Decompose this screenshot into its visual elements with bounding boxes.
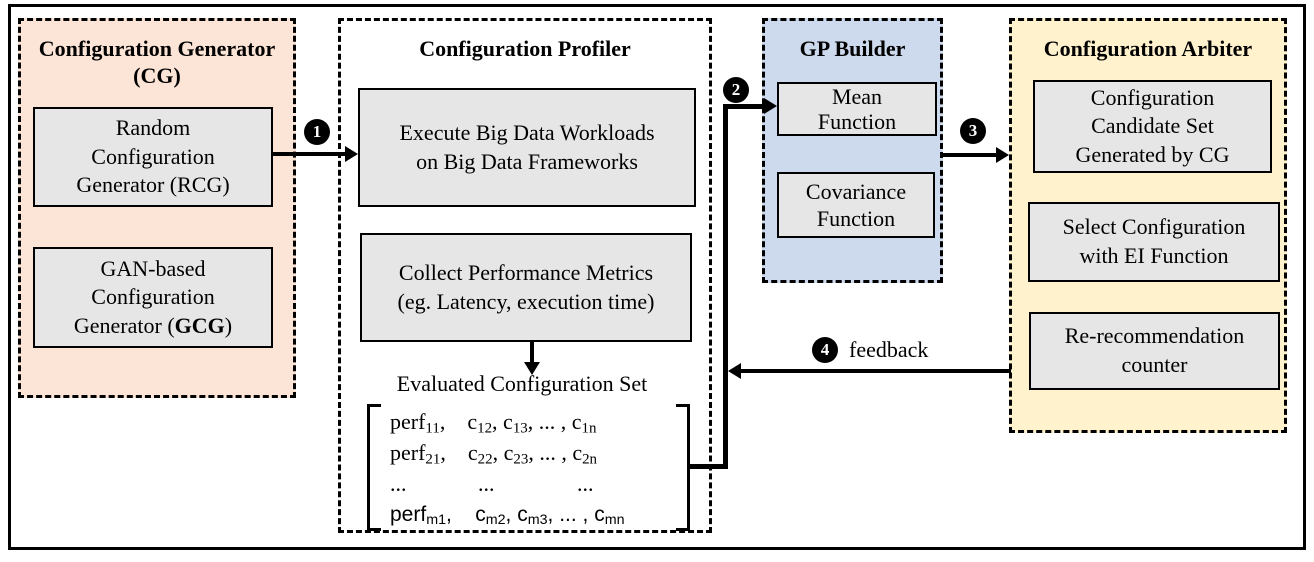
flow-line-step2-horizontal — [723, 104, 765, 109]
matrix-row: perf11, c12, c13, ... , c1n — [390, 409, 597, 437]
feedback-line — [740, 369, 1011, 373]
matrix-left-bracket — [367, 404, 381, 531]
matrix-row: ... ... ... — [390, 471, 594, 496]
configuration-generator-title: Configuration Generator(CG) — [38, 36, 276, 88]
panel-configuration-profiler: Configuration Profiler Execute Big Data … — [338, 18, 712, 533]
arrowhead-step3-icon — [996, 147, 1009, 163]
flow-line-matrix-out — [690, 464, 728, 469]
arrowhead-feedback-icon — [728, 363, 741, 379]
configuration-profiler-title: Configuration Profiler — [419, 36, 631, 61]
matrix-row: perfm1, cm2, cm3, ... , cmn — [390, 503, 625, 529]
arrowhead-step2-icon — [764, 98, 777, 114]
step1-badge: 1 — [304, 119, 330, 145]
evaluated-configuration-set-label: Evaluated Configuration Set — [396, 371, 648, 396]
arrowhead-step1-icon — [345, 146, 358, 162]
step4-badge: 4 — [812, 337, 838, 363]
configuration-arbiter-title: Configuration Arbiter — [1043, 36, 1253, 61]
flow-line-step3 — [941, 153, 998, 157]
feedback-label: feedback — [849, 337, 929, 362]
evaluated-configuration-matrix: perf11, c12, c13, ... , c1n perf21, c22, … — [390, 407, 676, 529]
arrowhead-down-icon — [524, 362, 540, 375]
collect-metrics-box: Collect Performance Metrics(eg. Latency,… — [360, 233, 692, 342]
matrix-right-bracket — [676, 404, 690, 531]
step3-badge: 3 — [960, 118, 986, 144]
gp-builder-title: GP Builder — [799, 36, 906, 61]
flow-line-step2-vertical — [723, 104, 728, 469]
flow-line-step1 — [271, 152, 347, 156]
matrix-row: perf21, c22, c23, ... , c2n — [390, 440, 598, 468]
step2-badge: 2 — [723, 77, 749, 103]
collect-to-set-line — [530, 342, 534, 364]
